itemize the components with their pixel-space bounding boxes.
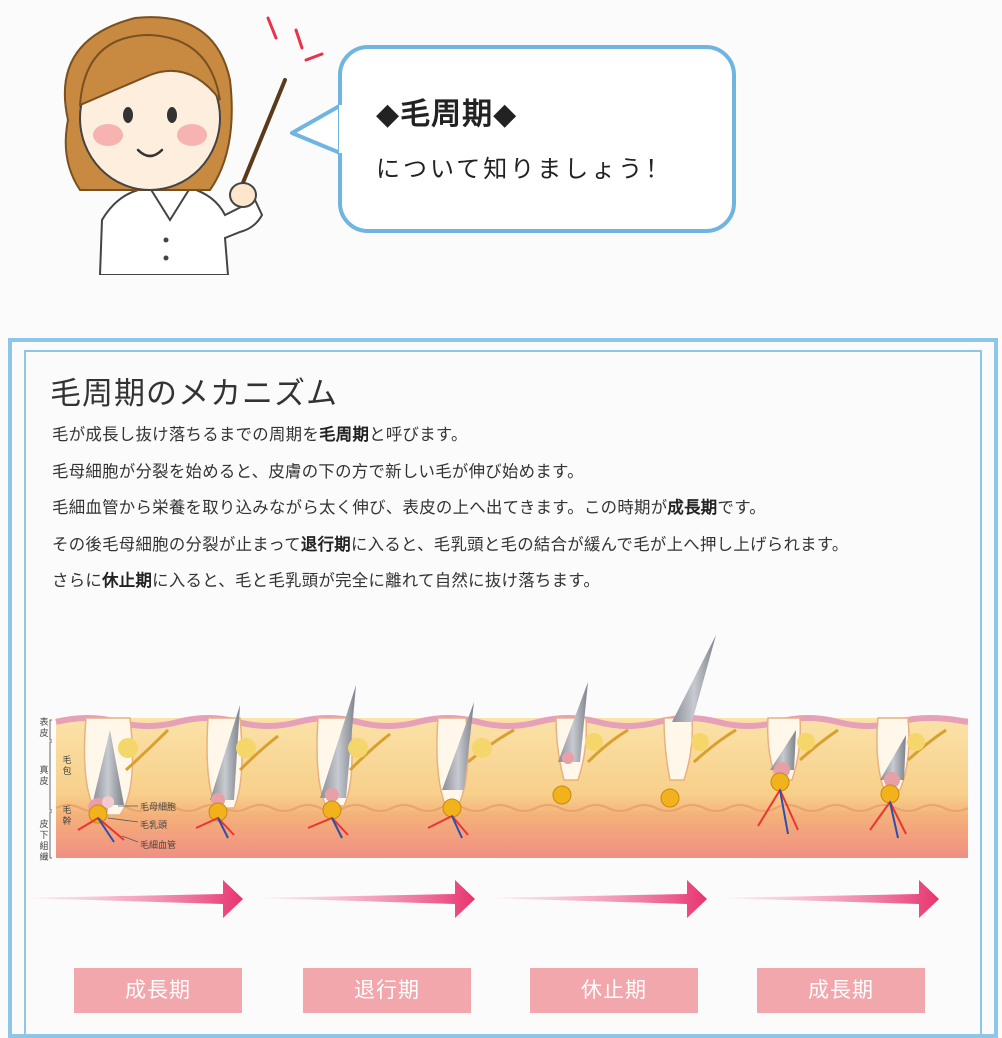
bubble-subtitle: について知りましょう！ [376, 155, 673, 183]
follicle-stage-3 [307, 685, 391, 839]
body-line: 毛母細胞が分裂を始めると、皮膚の下の方で新しい毛が伸び始めます。 [52, 461, 584, 481]
arrow-icon [721, 880, 939, 918]
speech-bubble: ◆毛周期◆ について知りましょう！ [338, 45, 736, 233]
follicle-stage-7 [757, 717, 839, 835]
follicle-stage-1 [77, 717, 170, 843]
follicle-stage-4 [427, 702, 515, 839]
capillary-label: 毛細血管 [140, 841, 177, 851]
subcutaneous-label: 皮下組織 [39, 820, 49, 863]
follicle-stage-8 [869, 717, 947, 839]
phase-label-anagen: 成長期 [74, 968, 242, 1013]
follicle-stage-6 [660, 635, 737, 808]
body-text: 毛が成長し抜け落ちるまでの周期を毛周期と呼びます。 毛母細胞が分裂を始めると、皮… [52, 417, 982, 600]
arrow-icon [489, 880, 707, 918]
body-line: 毛細血管から栄養を取り込みながら太く伸び、表皮の上へ出てきます。この時期が成長期… [52, 498, 766, 518]
pointer-stick [238, 78, 287, 192]
body-line: 毛が成長し抜け落ちるまでの周期を毛周期と呼びます。 [52, 425, 468, 444]
phase-label-telogen: 休止期 [530, 968, 698, 1013]
body-line: その後毛母細胞の分裂が止まって退行期に入ると、毛乳頭と毛の結合が緩んで毛が上へ押… [52, 534, 849, 554]
phase-arrows [25, 880, 939, 918]
phase-label-catagen: 退行期 [303, 968, 471, 1013]
hair-matrix-label: 毛母細胞 [140, 803, 177, 813]
phase-label-anagen-next: 成長期 [757, 968, 925, 1013]
panel-inner-frame [24, 350, 982, 1034]
dermis-label: 真皮 [39, 766, 49, 787]
bubble-title: ◆毛周期◆ [376, 97, 518, 132]
hair-cycle-diagram [49, 635, 968, 859]
section-title: 毛周期のメカニズム [50, 376, 338, 412]
follicle-label: 毛包 [62, 756, 72, 777]
sparkle-icon [266, 16, 324, 62]
body-line: さらに休止期に入ると、毛と毛乳頭が完全に離れて自然に抜け落ちます。 [52, 571, 601, 591]
bubble-tail [290, 98, 350, 159]
teacher-illustration [63, 16, 324, 275]
bubble-tail-cover [339, 105, 350, 153]
epidermis-label: 表皮 [39, 718, 49, 739]
dermal-papilla-label: 毛乳頭 [140, 821, 168, 831]
arrow-icon [257, 880, 475, 918]
follicle-stage-5 [552, 682, 629, 805]
hair-shaft-label: 毛幹 [62, 806, 72, 827]
follicle-stage-2 [195, 705, 279, 839]
arrow-icon [25, 880, 243, 918]
